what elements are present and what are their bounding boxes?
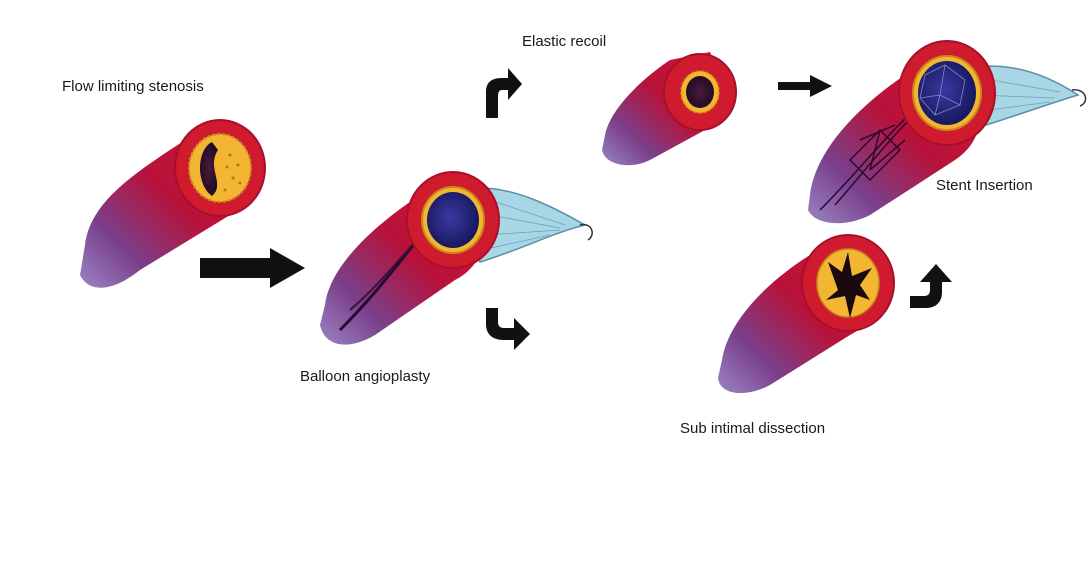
vessel-elastic-recoil [602, 52, 736, 165]
label-stent-insertion: Stent Insertion [936, 177, 1033, 194]
curved-arrow-down-icon [486, 308, 530, 350]
arrow-right-small-icon [778, 75, 832, 97]
vessel-stent [808, 41, 1086, 223]
label-sub-intimal-dissection: Sub intimal dissection [680, 420, 825, 437]
curved-arrow-up-right-icon [910, 264, 952, 310]
label-elastic-recoil: Elastic recoil [522, 33, 606, 50]
curved-arrow-up-icon [486, 68, 522, 118]
arrow-right-icon [200, 248, 305, 288]
vessel-balloon [320, 172, 592, 345]
label-balloon-angioplasty: Balloon angioplasty [300, 368, 430, 385]
vessel-dissection [718, 235, 894, 393]
label-flow-limiting-stenosis: Flow limiting stenosis [62, 78, 204, 95]
